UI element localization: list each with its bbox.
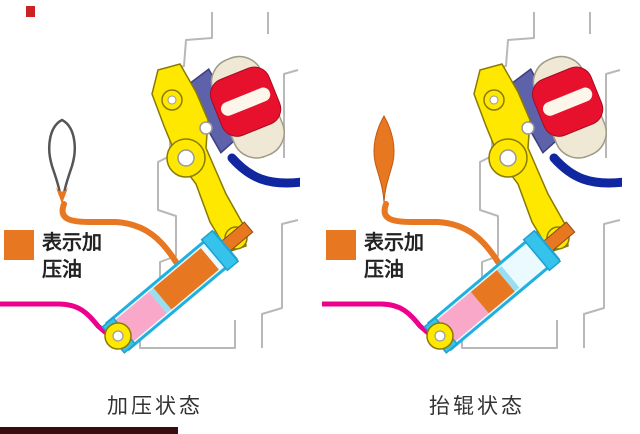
diagram-pressurized [0,12,300,354]
pressure-oil-chamber [153,248,219,310]
caption-roller-lifted-state: 抬辊状态 [429,394,525,418]
pressure-oil-pipe [381,201,501,265]
hydraulic-cylinder [423,221,576,354]
pressure-oil-swatch [4,230,34,260]
caption-pressurized-state: 加压状态 [107,394,203,418]
hydraulic-cylinder [101,221,254,354]
bottom-crop-bar [0,427,178,434]
roller-assembly [182,55,285,159]
legend: 表示加压油 [4,230,106,284]
blue-hose [549,153,622,188]
diagram-roller-lifted [322,12,622,354]
blue-hose [227,153,300,188]
roller-white-band [220,87,271,116]
watermark-mark [26,6,35,17]
legend: 表示加压油 [326,230,428,284]
oil-indicator-flame [373,114,395,203]
magenta-pipe [322,301,437,341]
legend-label: 表示加压油 [42,232,102,281]
pressure-oil-chamber-lift [470,266,520,314]
piston-stripe [148,287,172,314]
roller-white-band [542,87,593,116]
legend-label: 表示加压油 [364,232,424,281]
oil-indicator-bulb [48,118,76,204]
panel-roller-lifted: 表示加压油 抬辊状态 [322,8,632,428]
pressure-oil-swatch [326,230,356,260]
cylinder-end-cap [522,229,562,272]
panel-pressurized: 表示加压油 加压状态 [0,8,310,428]
pressure-oil-pipe [59,201,179,265]
roller-assembly [504,55,607,159]
magenta-pipe [0,301,115,341]
cylinder-end-cap [200,229,240,272]
